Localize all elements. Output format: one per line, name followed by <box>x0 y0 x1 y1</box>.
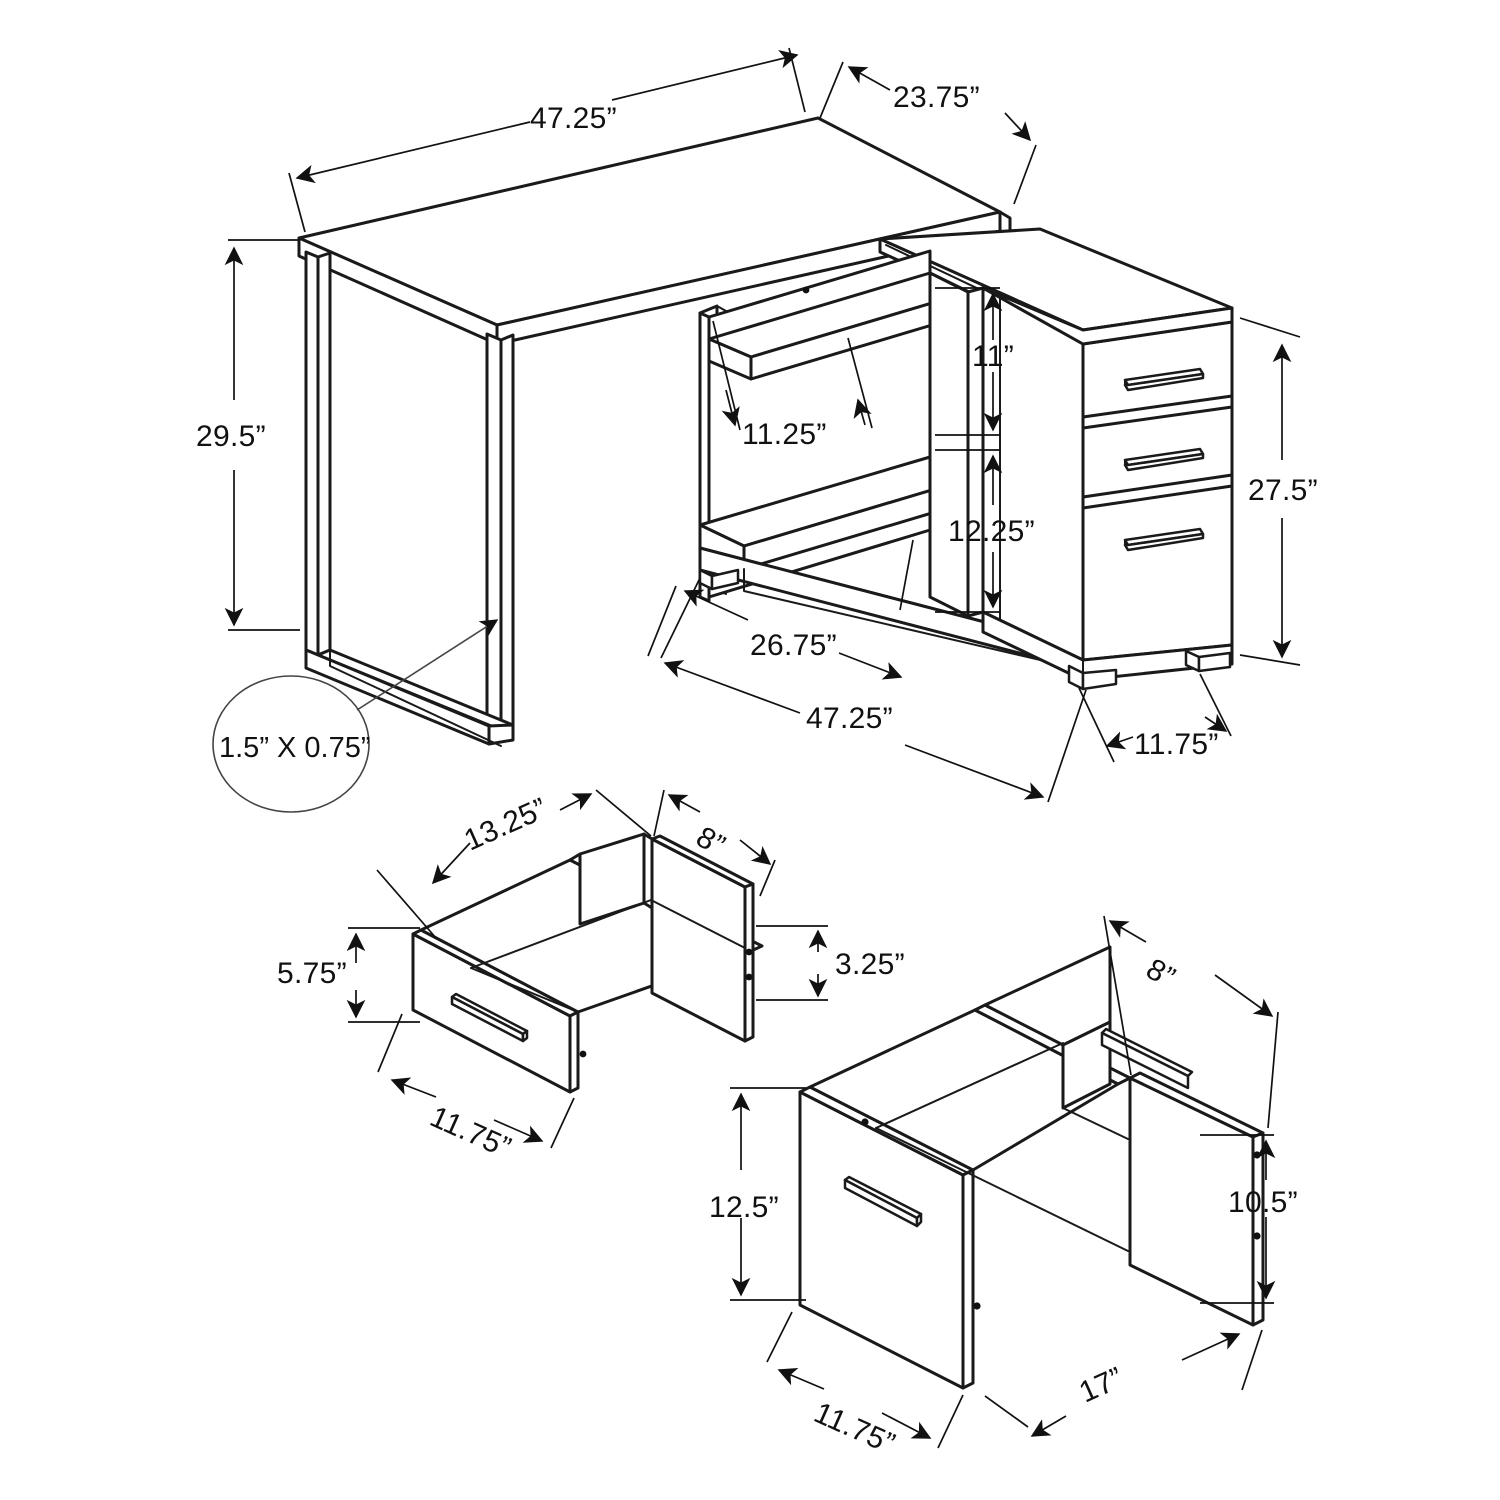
dim-small-drawer-face-height: 5.75” <box>277 957 347 990</box>
dim-upper-shelf-height: 11” <box>972 340 1014 373</box>
dim-top-width: 47.25” <box>530 102 617 135</box>
dim-lower-shelf-height: 12.25” <box>948 515 1035 548</box>
dim-cabinet-depth: 11.75” <box>1134 728 1219 761</box>
cabinet-foot-left <box>1067 664 1118 691</box>
dim-small-drawer-side-height: 3.25” <box>835 948 905 981</box>
metal-leg-frame <box>304 250 515 747</box>
small-drawer-detail: 13.25” 8” 5.75” 3.25” 11.75” <box>277 789 905 1165</box>
dim-file-drawer-side-height: 10.5” <box>1228 1186 1298 1219</box>
dimensions-main-desk: 47.25” 23.75” 29.5” 11.25” 11” 12.25” <box>196 47 1318 813</box>
file-drawer-detail: 8” 12.5” 10.5” 11.75” 17” <box>709 915 1298 1461</box>
main-desk-assembly <box>297 116 1234 747</box>
drawer-cabinet <box>981 286 1234 691</box>
dim-leg-profile: 1.5” X 0.75” <box>219 732 371 764</box>
leg-profile-callout: 1.5” X 0.75” <box>212 619 499 813</box>
dim-file-drawer-face-height: 12.5” <box>709 1191 779 1224</box>
dim-open-shelf-width: 26.75” <box>750 629 837 662</box>
file-drawer-handle[interactable] <box>843 1175 923 1228</box>
small-drawer-handle[interactable] <box>450 992 529 1043</box>
drawer-handle-top[interactable] <box>1123 367 1205 392</box>
cabinet-foot-right <box>1184 649 1232 673</box>
dim-cabinet-height: 27.5” <box>1248 474 1318 507</box>
dim-base-width: 47.25” <box>806 702 893 735</box>
dim-top-depth: 23.75” <box>893 81 980 114</box>
drawer-handle-middle[interactable] <box>1123 447 1205 472</box>
cabinet-divider-panel <box>928 271 985 618</box>
dim-shelf-opening: 11.25” <box>742 418 827 451</box>
dim-overall-height: 29.5” <box>196 420 266 453</box>
drawer-handle-bottom[interactable] <box>1123 527 1205 552</box>
desk-top-surface <box>297 116 1012 346</box>
